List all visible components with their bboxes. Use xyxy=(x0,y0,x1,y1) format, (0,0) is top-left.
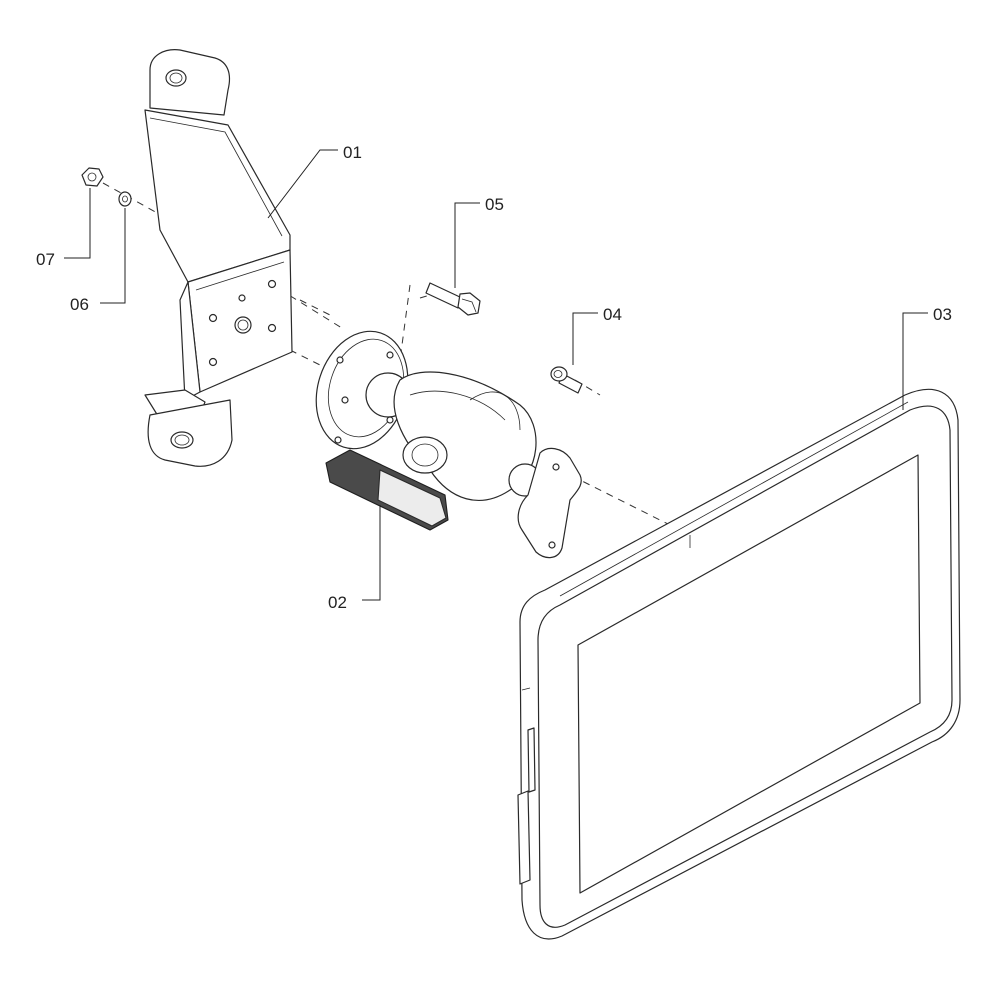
part-06-washer xyxy=(118,191,132,207)
callout-03: 03 xyxy=(902,305,952,410)
callout-04: 04 xyxy=(572,305,622,365)
part-02-ball-mount xyxy=(315,330,582,559)
part-05-hex-bolt xyxy=(425,282,481,316)
callout-label-03: 03 xyxy=(933,305,952,324)
part-07-nut xyxy=(81,167,104,187)
part-01-bracket xyxy=(144,49,293,467)
callout-02: 02 xyxy=(328,505,381,612)
callout-label-06: 06 xyxy=(70,295,89,314)
part-04-socket-screw xyxy=(550,366,583,394)
callout-label-04: 04 xyxy=(603,305,622,324)
callout-label-01: 01 xyxy=(343,143,362,162)
callout-label-02: 02 xyxy=(328,593,347,612)
callout-06: 06 xyxy=(70,208,126,314)
callout-07: 07 xyxy=(36,188,91,269)
callout-01: 01 xyxy=(267,143,362,219)
callout-05: 05 xyxy=(454,195,504,288)
callout-label-07: 07 xyxy=(36,250,55,269)
callout-label-05: 05 xyxy=(485,195,504,214)
part-03-display xyxy=(517,388,961,940)
